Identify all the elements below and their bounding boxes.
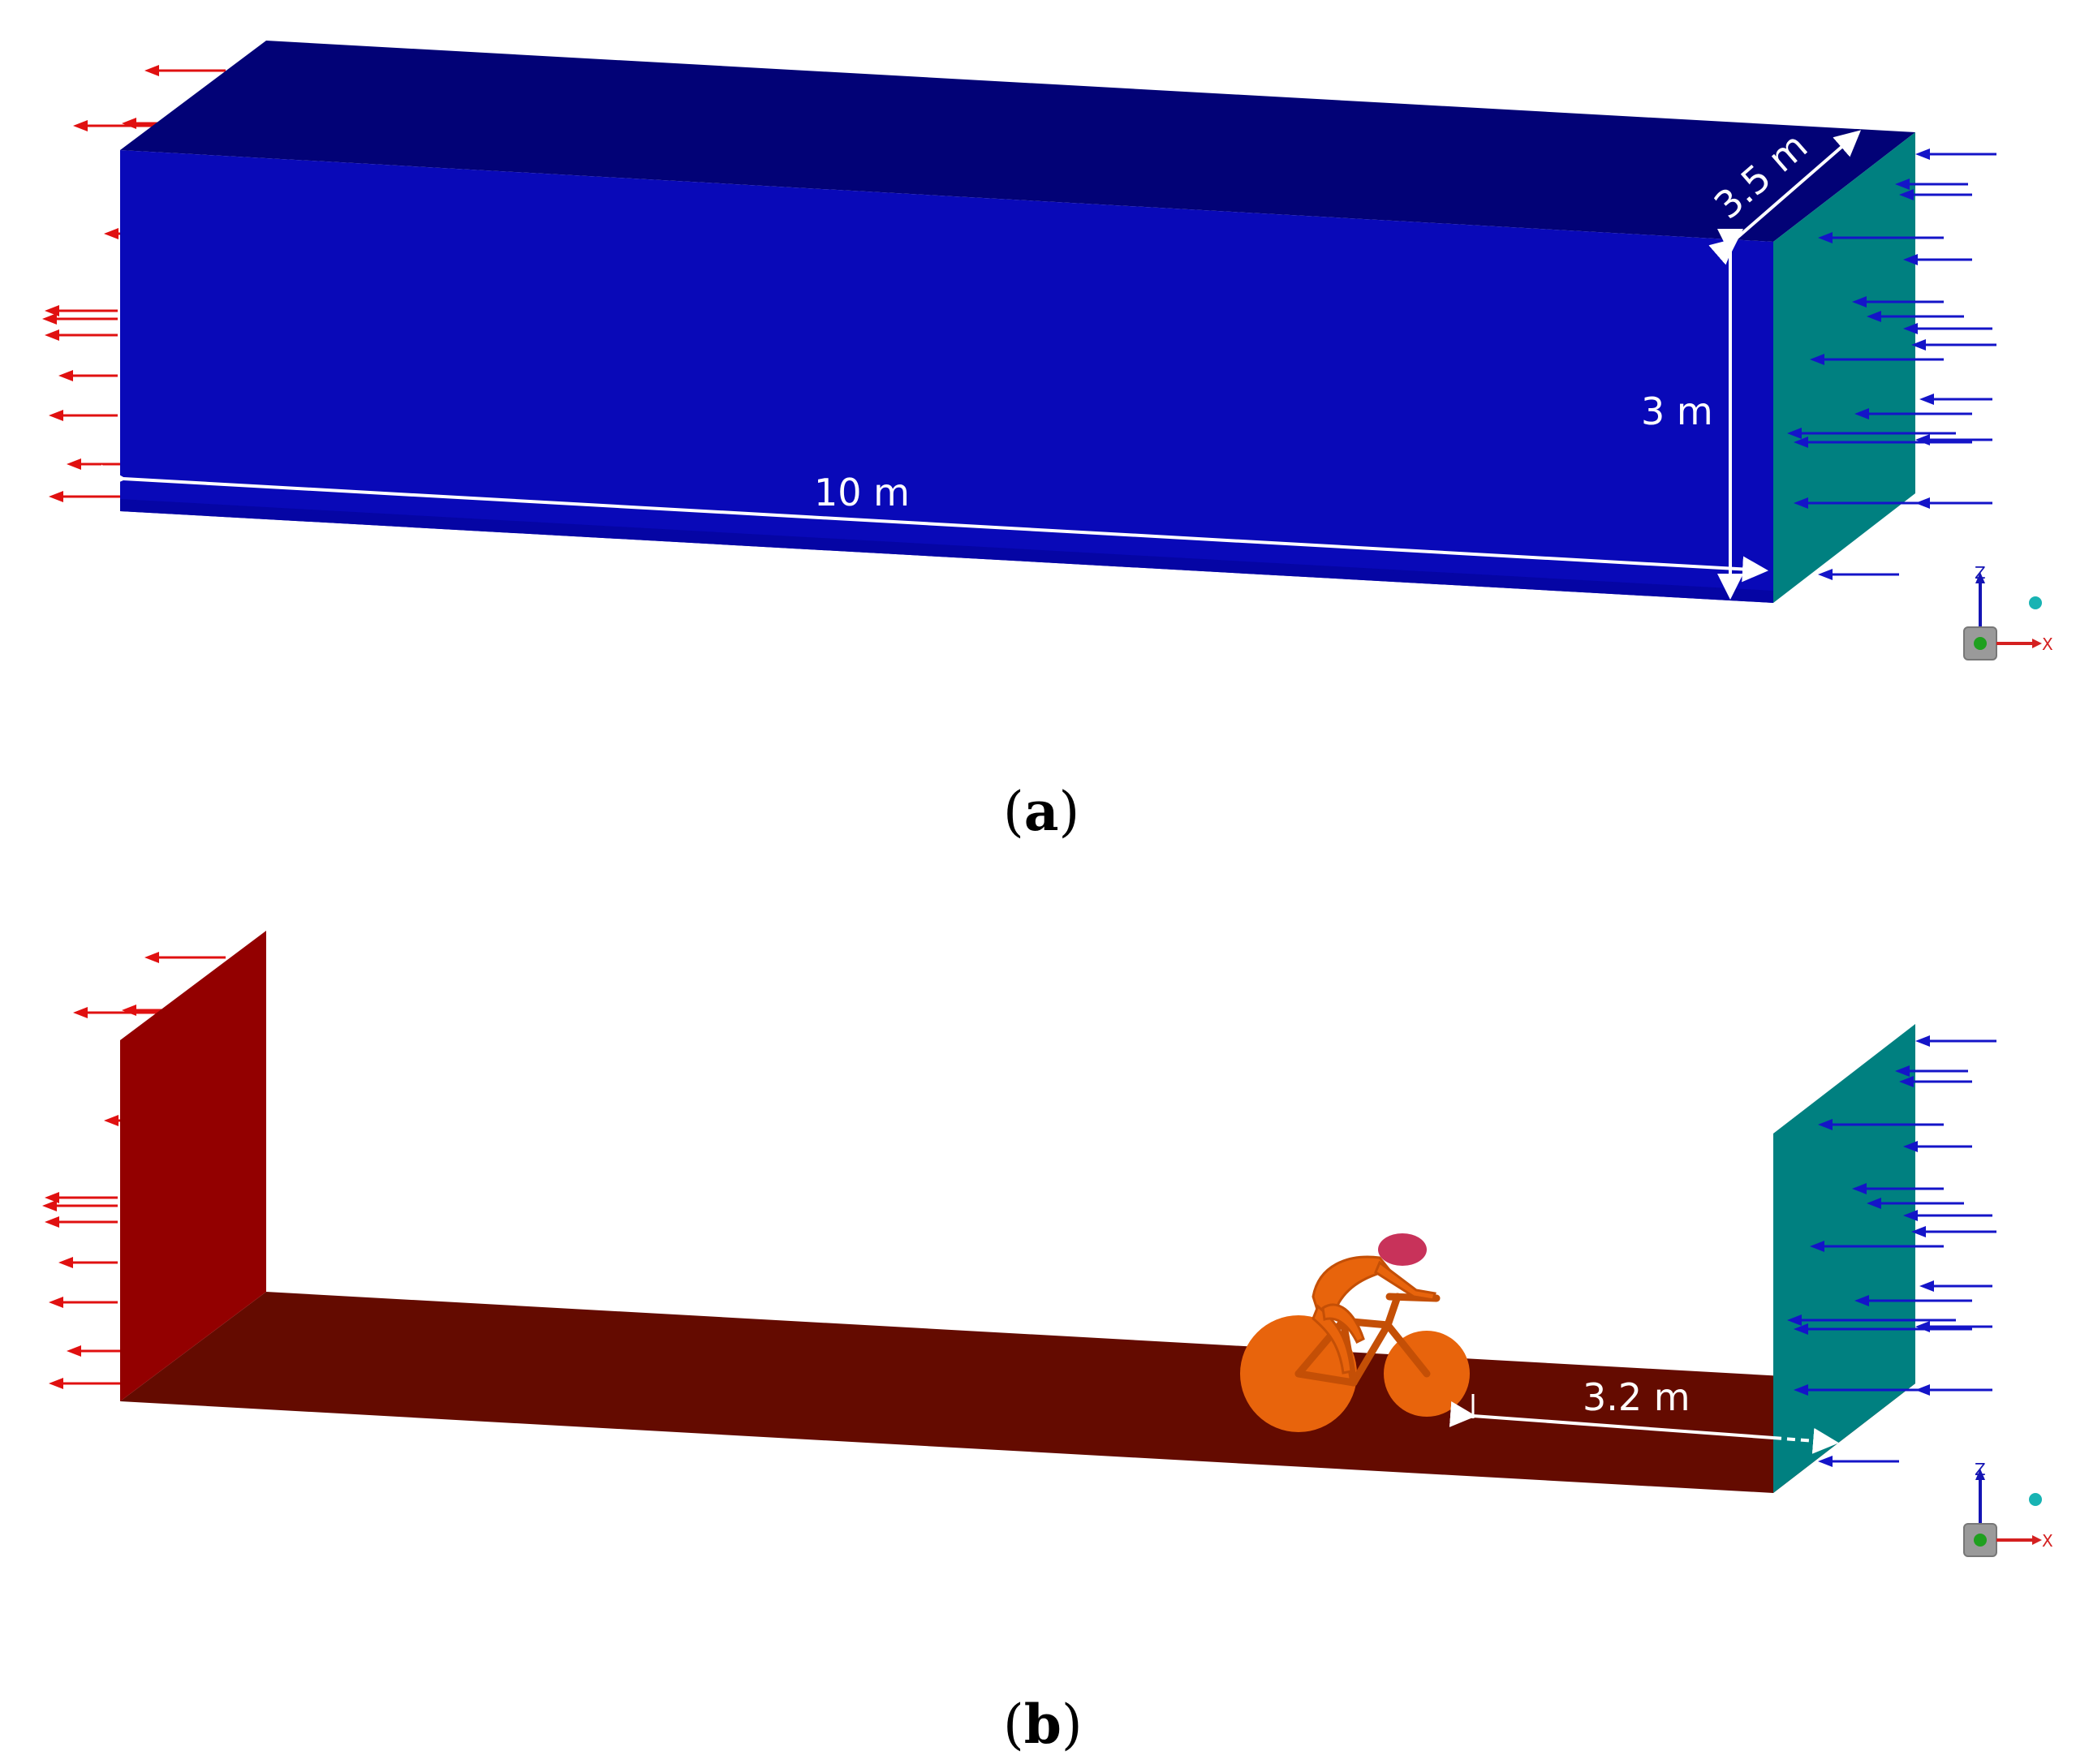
inlet-face-b xyxy=(1773,1024,1915,1493)
flow-arrow-head xyxy=(122,118,136,129)
flow-arrow-head xyxy=(45,1216,59,1228)
dim-line-length xyxy=(100,464,1768,583)
cyclist-helmet xyxy=(1378,1233,1427,1266)
panel-a: 10 m 3 m 3.5 m Z X (a) xyxy=(42,41,2053,843)
outflow-arrows-b xyxy=(42,952,226,1389)
flow-arrow-head xyxy=(144,65,159,76)
flow-arrow-head xyxy=(1915,1035,1930,1047)
flow-arrow-head xyxy=(73,120,88,131)
flow-arrow-head xyxy=(1867,311,1881,322)
flow-arrow-head xyxy=(1818,1119,1833,1130)
panel-b: 3.2 m Z X (b) xyxy=(42,931,2053,1756)
dim-label-length: 10 m xyxy=(814,471,910,514)
flow-arrow-head xyxy=(1915,1321,1930,1332)
flow-arrow-head xyxy=(1854,1295,1869,1306)
flow-arrow-head xyxy=(1899,1076,1914,1087)
outflow-arrows-a xyxy=(42,65,226,502)
flow-arrow-head xyxy=(1818,1456,1833,1467)
flow-arrow-head xyxy=(45,305,59,316)
flow-arrow-head xyxy=(1915,434,1930,445)
flow-arrow-head xyxy=(1810,1241,1824,1252)
flow-arrow-head xyxy=(1787,1314,1802,1326)
axis-x-label: X xyxy=(2042,635,2053,654)
dim-label-height: 3 m xyxy=(1641,389,1713,433)
flow-arrow-head xyxy=(67,1345,81,1357)
dim-line-width xyxy=(1708,130,1862,265)
flow-arrow-head xyxy=(1911,339,1926,351)
flow-arrow-head xyxy=(1794,1384,1808,1396)
flow-arrow-head xyxy=(49,410,63,421)
flow-arrow-head xyxy=(49,491,63,502)
inflow-arrows-a xyxy=(1787,148,1996,580)
flow-arrow-head xyxy=(1919,1280,1934,1292)
caption-a: (a) xyxy=(1003,780,1079,843)
flow-arrow-head xyxy=(1895,179,1910,190)
flow-arrow-head xyxy=(42,313,57,325)
caption-b: (b) xyxy=(1003,1693,1083,1756)
flow-arrow-head xyxy=(58,370,73,381)
flow-arrow-head xyxy=(67,458,81,470)
flow-arrow-head xyxy=(104,1115,118,1126)
flow-arrow-head xyxy=(1787,428,1802,439)
flow-arrow-head xyxy=(104,228,118,239)
axis-z-label: Z xyxy=(1975,563,1986,583)
flow-arrow-head xyxy=(73,1007,88,1018)
flow-arrow-head xyxy=(49,1378,63,1389)
flow-arrow-head xyxy=(144,952,159,963)
floor-face xyxy=(120,1292,1915,1493)
cyclist-arm xyxy=(1374,1260,1436,1301)
cyclist-leg-2 xyxy=(1321,1303,1365,1345)
flow-arrow-head xyxy=(1903,254,1918,265)
dim-label-distance: 3.2 m xyxy=(1583,1375,1691,1419)
flow-arrow-head xyxy=(1794,1323,1808,1335)
axis-triad-b: Z X xyxy=(1963,1460,2053,1557)
flow-arrow-head xyxy=(1899,189,1914,200)
flow-arrow-head xyxy=(1810,354,1824,365)
axis-x-label: X xyxy=(2042,1531,2053,1551)
flow-arrow-head xyxy=(122,1005,136,1016)
outlet-face xyxy=(120,931,266,1401)
flow-arrow-head xyxy=(1903,323,1918,334)
flow-arrow-head xyxy=(49,1297,63,1308)
flow-arrow-head xyxy=(1903,1210,1918,1221)
flow-arrow-head xyxy=(1852,296,1867,308)
flow-arrow-head xyxy=(58,1257,73,1268)
cyclist-model xyxy=(1240,1233,1470,1432)
flow-arrow-head xyxy=(1911,1226,1926,1237)
axis-z-label: Z xyxy=(1975,1460,1986,1479)
flow-arrow-head xyxy=(1794,437,1808,448)
flow-arrow-head xyxy=(1794,497,1808,509)
dim-line-distance-solid xyxy=(1449,1401,1774,1439)
flow-arrow-head xyxy=(1919,394,1934,405)
domain-top-face xyxy=(120,41,1915,242)
flow-arrow-head xyxy=(1915,148,1930,160)
flow-arrow-head xyxy=(1854,408,1869,419)
flow-arrow-head xyxy=(1903,1141,1918,1152)
flow-arrow-head xyxy=(1818,569,1833,580)
flow-arrow-head xyxy=(42,1200,57,1211)
flow-arrow-head xyxy=(1867,1198,1881,1209)
flow-arrow-head xyxy=(1895,1065,1910,1077)
inflow-arrows-b xyxy=(1787,1035,1996,1467)
flow-arrow-head xyxy=(1852,1183,1867,1194)
dim-line-distance-dashed xyxy=(1772,1427,1839,1454)
flow-arrow-head xyxy=(45,329,59,341)
axis-triad-a: Z X xyxy=(1963,563,2053,660)
flow-arrow-head xyxy=(45,1192,59,1203)
